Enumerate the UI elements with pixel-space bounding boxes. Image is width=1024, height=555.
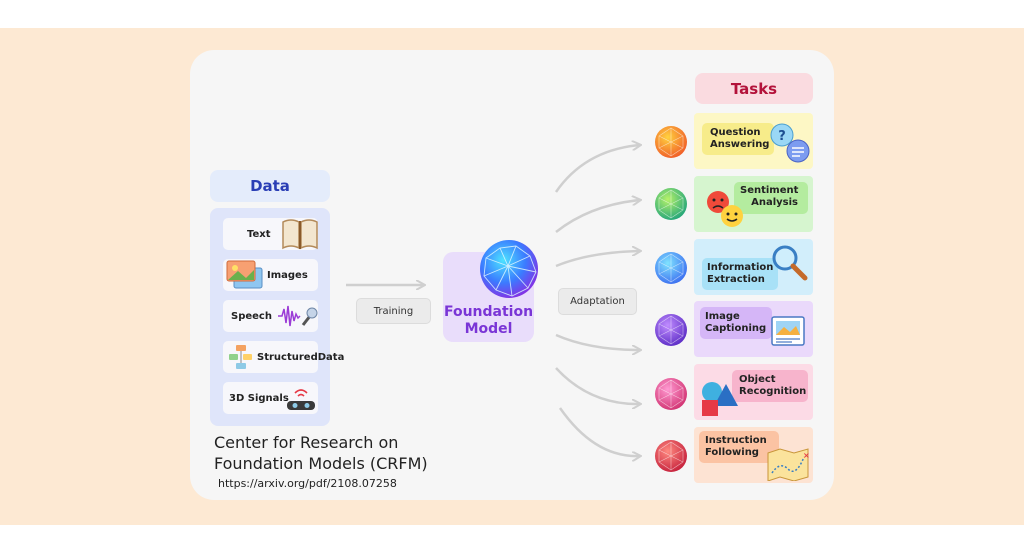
foundation-model-line2: Model bbox=[464, 321, 513, 337]
data-item-label: Speech bbox=[231, 310, 272, 322]
data-item-label-line1: Structured bbox=[257, 351, 318, 363]
credit-line2: Foundation Models (CRFM) bbox=[214, 454, 428, 473]
task-sphere-icon bbox=[655, 378, 687, 410]
task-sphere-icon bbox=[655, 440, 687, 472]
shapes-icon bbox=[702, 382, 738, 416]
book-icon bbox=[282, 219, 318, 250]
foundation-model-line1: Foundation bbox=[443, 304, 534, 320]
data-item-speech: Speech bbox=[223, 300, 318, 332]
task-label-line2: Analysis bbox=[751, 197, 798, 208]
task-sphere-icon bbox=[655, 314, 687, 346]
task-label-line1: Image bbox=[705, 311, 740, 322]
task-chip bbox=[699, 431, 779, 463]
adaptation-arrow-5 bbox=[555, 367, 640, 404]
data-item-text: Text bbox=[223, 218, 318, 250]
question-chat-icon: ? bbox=[770, 123, 810, 163]
tasks-title: Tasks bbox=[695, 73, 813, 104]
soundwave-microphone-icon bbox=[278, 305, 318, 327]
task-label-line2: Extraction bbox=[707, 274, 765, 285]
task-chip bbox=[734, 182, 808, 214]
images-icon bbox=[226, 260, 263, 289]
picture-icon bbox=[771, 316, 805, 346]
task-sphere-icon bbox=[655, 126, 687, 158]
task-sphere-icon bbox=[655, 188, 687, 220]
sensor-device-icon bbox=[287, 389, 315, 410]
task-chip bbox=[732, 370, 808, 402]
task-label-line1: Question bbox=[710, 127, 761, 138]
data-item-label: Images bbox=[267, 269, 308, 281]
adaptation-arrow-4 bbox=[555, 333, 640, 350]
adaptation-arrow-1 bbox=[554, 145, 640, 193]
task-label-line2: Recognition bbox=[739, 386, 807, 397]
data-item-label-line2: Data bbox=[317, 351, 345, 363]
task-chip bbox=[700, 307, 772, 339]
emoji-faces-icon bbox=[707, 191, 743, 227]
training-label: Training bbox=[356, 298, 431, 324]
flowchart-icon bbox=[229, 345, 252, 369]
task-label-line2: Captioning bbox=[705, 323, 767, 334]
task-label-line1: Information bbox=[707, 262, 774, 273]
data-title: Data bbox=[210, 170, 330, 202]
map-icon: × bbox=[767, 448, 810, 481]
data-item-label: 3D Signals bbox=[229, 392, 289, 404]
data-item-label: Text bbox=[247, 228, 271, 240]
svg-text:×: × bbox=[803, 451, 810, 460]
task-chip bbox=[702, 258, 778, 290]
task-label-line1: Instruction bbox=[705, 435, 767, 446]
task-label-line2: Following bbox=[705, 447, 759, 458]
adaptation-arrow-6 bbox=[558, 407, 640, 456]
magnifier-icon bbox=[772, 245, 808, 281]
svg-text:?: ? bbox=[778, 129, 786, 144]
source-url: https://arxiv.org/pdf/2108.07258 bbox=[218, 477, 397, 490]
task-sphere-icon bbox=[655, 252, 687, 284]
task-label-line2: Answering bbox=[710, 139, 770, 150]
credit-text: Center for Research on Foundation Models … bbox=[214, 432, 428, 474]
task-spheres bbox=[655, 126, 687, 472]
task-label-line1: Object bbox=[739, 374, 776, 385]
adaptation-label: Adaptation bbox=[558, 288, 637, 315]
task-label-line1: Sentiment bbox=[740, 185, 799, 196]
adaptation-arrow-3 bbox=[555, 251, 640, 268]
credit-line1: Center for Research on bbox=[214, 433, 399, 452]
task-chip bbox=[702, 123, 774, 155]
adaptation-arrow-2 bbox=[555, 200, 640, 233]
data-item-3d-signals: 3D Signals bbox=[223, 382, 318, 414]
data-item-images: Images bbox=[223, 259, 318, 291]
foundation-model-sphere-icon bbox=[480, 240, 538, 298]
